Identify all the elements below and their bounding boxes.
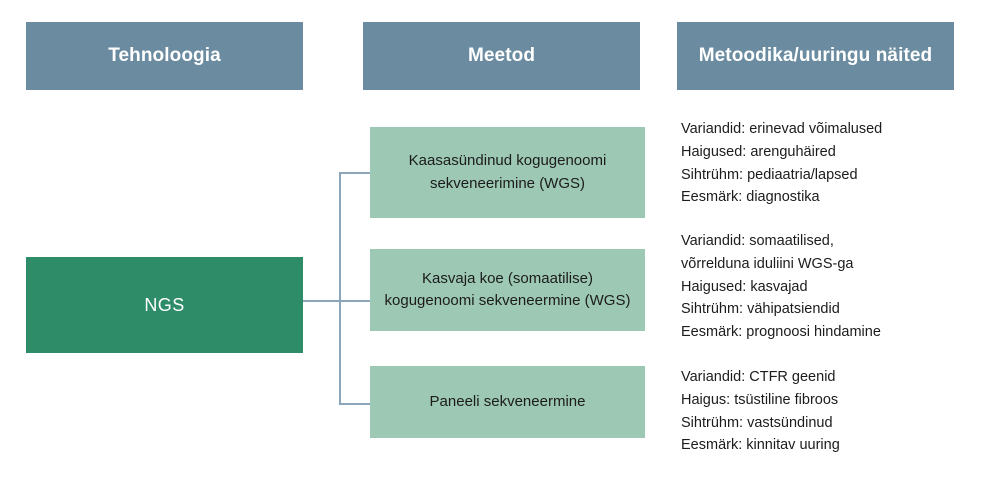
column-header-methodology-examples: Metoodika/uuringu näited [677, 22, 954, 90]
notes-line: Variandid: somaatilised, [681, 233, 834, 249]
node-method-wgs-tumor-label: Kasvaja koe (somaatilise) kogugenoomi se… [384, 269, 631, 310]
connector-vertical-spine [339, 172, 341, 405]
node-method-wgs-congenital: Kaasasündinud kogugenoomi sekveneerimine… [370, 127, 645, 218]
notes-line: Variandid: erinevad võimalused [681, 121, 883, 137]
column-header-technology: Tehnoloogia [26, 22, 303, 90]
column-header-method: Meetod [363, 22, 640, 90]
notes-line: Sihtrühm: vähipatsiendid [681, 301, 840, 318]
node-method-wgs-tumor: Kasvaja koe (somaatilise) kogugenoomi se… [370, 249, 645, 331]
column-header-technology-label: Tehnoloogia [108, 45, 221, 67]
column-header-method-label: Meetod [467, 45, 536, 67]
notes-line: Haigus: tsüstiline fibroos [681, 391, 839, 408]
notes-line: Sihtrühm: pediaatria/lapsed [681, 166, 858, 183]
notes-panel: Variandid: CTFR geenid Haigus: tsüstilin… [681, 366, 981, 457]
notes-line: võrrelduna iduliini WGS-ga [681, 255, 854, 272]
connector-branch-panel [339, 403, 371, 405]
connector-branch-wgs-tumor [339, 300, 371, 302]
notes-line: Eesmärk: prognoosi hindamine [681, 324, 881, 340]
notes-line: Haigused: arenguhäired [681, 143, 836, 160]
notes-line: Haigused: kasvajad [681, 278, 808, 295]
connector-branch-wgs-congenital [339, 172, 371, 174]
node-method-panel-label: Paneeli sekveneermine [429, 392, 586, 410]
column-header-methodology-examples-label: Metoodika/uuringu näited [698, 45, 933, 67]
notes-line: Eesmärk: diagnostika [681, 189, 820, 206]
node-method-panel: Paneeli sekveneermine [370, 366, 645, 438]
notes-line: Sihtrühm: vastsündinud [681, 414, 833, 431]
notes-wgs-tumor: Variandid: somaatilised, võrrelduna idul… [681, 230, 981, 344]
notes-line: Variandid: CTFR geenid [681, 369, 836, 385]
node-ngs: NGS [26, 257, 303, 353]
node-method-wgs-congenital-label: Kaasasündinud kogugenoomi sekveneerimine… [408, 152, 607, 192]
notes-wgs-congenital: Variandid: erinevad võimalused Haigused:… [681, 118, 981, 209]
connector-root-trunk [303, 300, 340, 302]
node-ngs-label: NGS [144, 294, 185, 315]
notes-line: Eesmärk: kinnitav uuring [681, 437, 840, 454]
